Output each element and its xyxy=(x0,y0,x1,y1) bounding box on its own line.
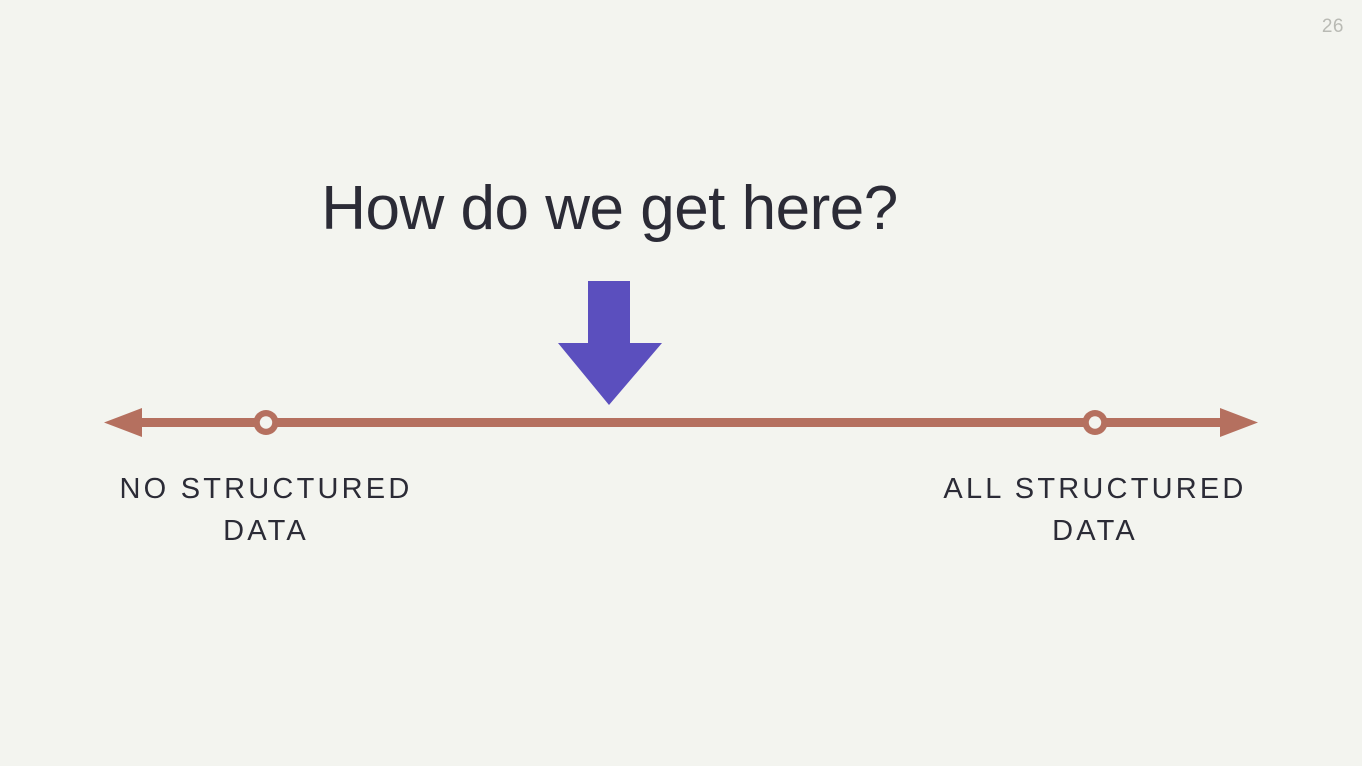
page-title: How do we get here? xyxy=(321,174,898,243)
arrow-down-icon xyxy=(556,279,666,409)
circle-marker-left-inner xyxy=(259,416,273,429)
axis-label-no-structured-data: NO STRUCTURED DATA xyxy=(119,473,413,548)
circle-marker-right-inner xyxy=(1088,416,1102,429)
arrow-left-icon xyxy=(104,408,142,437)
page-number: 26 xyxy=(1321,16,1344,37)
spectrum-axis xyxy=(100,400,1262,446)
arrow-down-shape xyxy=(558,281,662,405)
axis-line xyxy=(136,418,1226,427)
axis-label-all-structured-data: ALL STRUCTURED DATA xyxy=(943,473,1247,548)
arrow-right-icon xyxy=(1220,408,1258,437)
